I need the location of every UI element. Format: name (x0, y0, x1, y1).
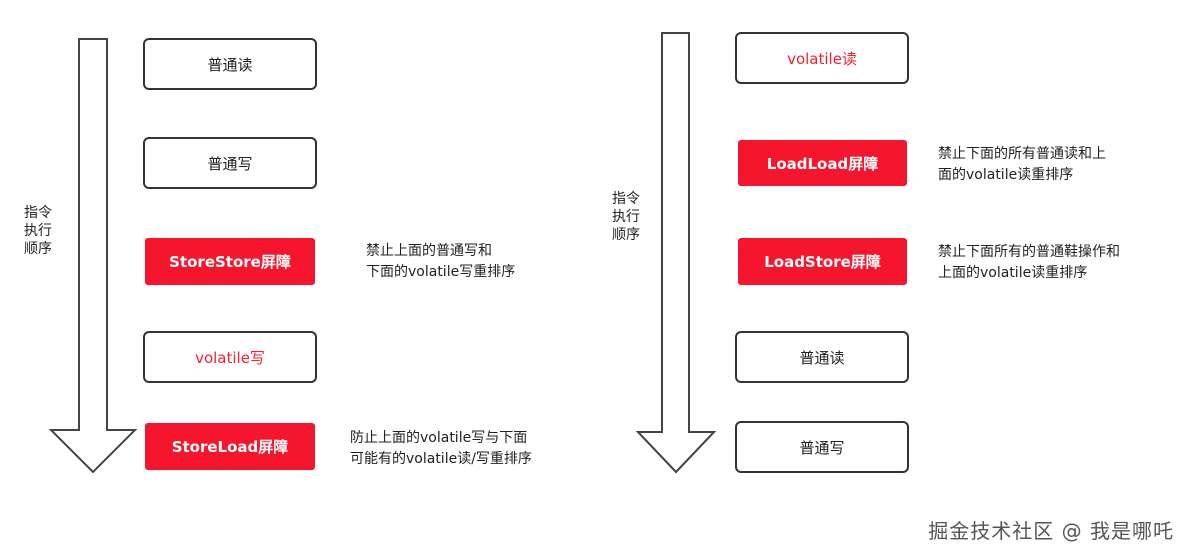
left-box-normal-write: 普通写 (143, 137, 317, 189)
right-loadstore-barrier: LoadStore屏障 (738, 238, 907, 285)
right-loadstore-note: 禁止下面所有的普通鞋操作和 上面的volatile读重排序 (938, 244, 1120, 281)
right-box-volatile-read: volatile读 (735, 32, 909, 84)
left-storeload-note: 防止上面的volatile写与下面 可能有的volatile读/写重排序 (350, 430, 532, 467)
right-axis-label: 指令 执行 顺序 (612, 191, 640, 243)
left-storestore-barrier: StoreStore屏障 (145, 238, 315, 285)
right-box-normal-write: 普通写 (735, 421, 909, 473)
left-storestore-note: 禁止上面的普通写和 下面的volatile写重排序 (366, 243, 516, 280)
left-box-volatile-write: volatile写 (143, 331, 317, 383)
right-box-normal-read: 普通读 (735, 331, 909, 383)
watermark: 掘金技术社区 @ 我是哪吒 (928, 519, 1174, 543)
left-axis-label: 指令 执行 顺序 (24, 205, 52, 257)
left-box-normal-read: 普通读 (143, 38, 317, 90)
right-loadload-note: 禁止下面的所有普通读和上 面的volatile读重排序 (938, 146, 1106, 183)
left-storeload-barrier: StoreLoad屏障 (145, 423, 315, 470)
right-loadload-barrier: LoadLoad屏障 (738, 140, 907, 186)
